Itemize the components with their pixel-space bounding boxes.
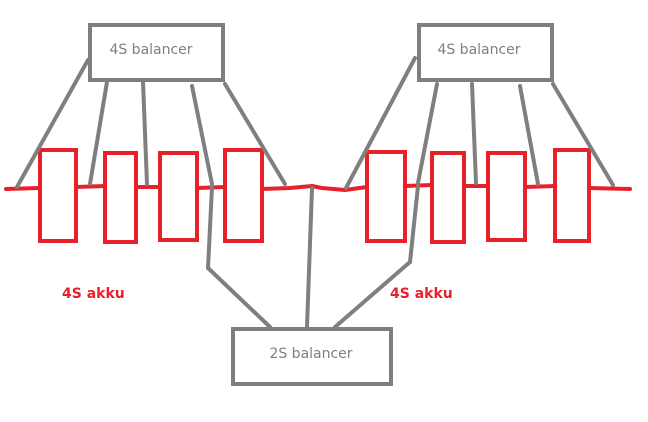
tap-2s-right: [333, 184, 420, 329]
tap-right-1: [416, 82, 439, 185]
cell-left-2: [103, 151, 138, 244]
tap-left-1: [88, 80, 109, 186]
series-wire-right-3-4: [523, 184, 557, 189]
tap-left-3: [190, 84, 214, 186]
series-wire-right: [587, 186, 632, 191]
series-wire-left-1-2: [74, 184, 107, 189]
series-wire-left: [4, 186, 42, 191]
balancer-bottom-label: 2S balancer: [269, 346, 352, 362]
pack-left-label: 4S akku: [62, 286, 125, 302]
balancer-right-label: 4S balancer: [437, 42, 520, 58]
tap-2s-middle: [305, 186, 314, 329]
balancer-bottom: 2S balancer: [231, 327, 393, 386]
tap-left-2: [141, 80, 149, 186]
battery-string: [4, 183, 632, 192]
cell-right-4: [553, 148, 591, 243]
tap-left-4: [223, 82, 287, 186]
balancer-right: 4S balancer: [417, 23, 554, 82]
right-pack: [365, 148, 591, 244]
pack-right-label: 4S akku: [390, 286, 453, 302]
cell-left-4: [223, 148, 264, 243]
cell-right-1: [365, 150, 407, 243]
cell-right-2: [430, 151, 466, 244]
cell-right-3: [486, 151, 527, 242]
tap-left-0: [15, 58, 90, 189]
tap-right-4: [551, 82, 615, 187]
balancer-left: 4S balancer: [88, 23, 225, 82]
tap-right-0: [344, 56, 417, 190]
cell-left-1: [38, 148, 78, 243]
balance-wires: [15, 56, 615, 329]
balancer-left-label: 4S balancer: [109, 42, 192, 58]
tap-2s-left: [205, 185, 272, 329]
left-pack: [38, 148, 264, 244]
series-wire-middle: [260, 184, 369, 192]
cell-left-3: [158, 151, 199, 242]
tap-right-3: [518, 84, 540, 186]
tap-right-2: [470, 82, 478, 185]
